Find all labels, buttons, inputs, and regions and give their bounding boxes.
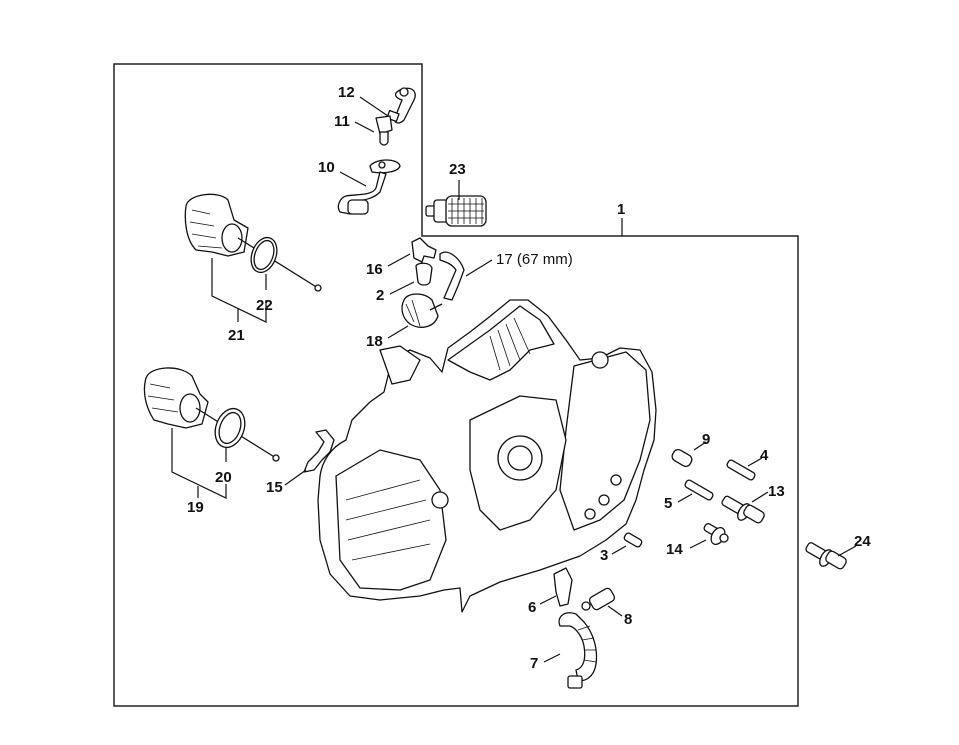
callout-10: 10 xyxy=(318,159,335,176)
callout-6: 6 xyxy=(528,599,536,616)
leader-lines xyxy=(171,96,857,663)
callout-labels: 12 11 10 23 1 16 17 (67 mm) 2 18 22 21 2… xyxy=(187,84,871,672)
stud-3 xyxy=(623,532,643,548)
callout-7: 7 xyxy=(530,655,538,672)
collar-stud-24 xyxy=(805,542,847,570)
callout-21: 21 xyxy=(228,327,245,344)
stud-9 xyxy=(671,448,693,468)
oil-pump-upper xyxy=(184,193,322,292)
callout-23: 23 xyxy=(449,161,466,178)
assembly-frame xyxy=(113,63,799,707)
callout-1: 1 xyxy=(617,201,625,218)
callout-14: 14 xyxy=(666,541,683,558)
spring-clip xyxy=(303,429,335,473)
callout-8: 8 xyxy=(624,611,632,628)
impulse-parts xyxy=(401,237,465,328)
callout-3: 3 xyxy=(600,547,608,564)
fuel-pickup-filter xyxy=(425,195,487,227)
callout-9: 9 xyxy=(702,431,710,448)
callout-17: 17 (67 mm) xyxy=(496,251,573,268)
fuel-hose-assembly xyxy=(337,87,416,215)
oil-filter-8 xyxy=(581,587,616,611)
callout-22: 22 xyxy=(256,297,273,314)
callout-2: 2 xyxy=(376,287,384,304)
callout-20: 20 xyxy=(215,469,232,486)
crankcase xyxy=(317,299,657,613)
callout-24: 24 xyxy=(854,533,871,550)
callout-19: 19 xyxy=(187,499,204,516)
callout-4: 4 xyxy=(760,447,769,464)
callout-18: 18 xyxy=(366,333,383,350)
callout-11: 11 xyxy=(334,113,350,130)
collar-screw-14 xyxy=(703,522,729,546)
collar-stud-13 xyxy=(721,495,765,524)
callout-12: 12 xyxy=(338,84,355,101)
callout-13: 13 xyxy=(768,483,785,500)
oil-pickup-6 xyxy=(553,567,573,607)
stud-5 xyxy=(684,479,714,501)
oil-hose-7 xyxy=(558,612,598,689)
callout-5: 5 xyxy=(664,495,672,512)
callout-15: 15 xyxy=(266,479,283,496)
callout-16: 16 xyxy=(366,261,383,278)
oil-pump-lower xyxy=(143,367,280,462)
stud-4 xyxy=(726,459,756,481)
